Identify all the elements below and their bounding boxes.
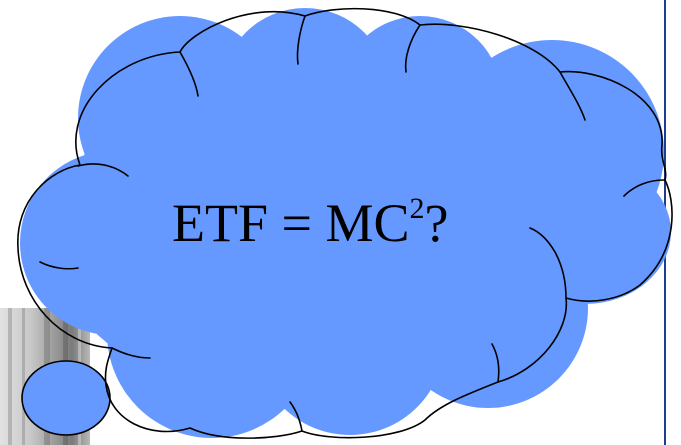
- cloud-creases: [39, 15, 665, 432]
- cloud-outline: [17, 7, 673, 439]
- cloud-fill: [20, 8, 671, 438]
- thought-bubble-small: [21, 360, 111, 436]
